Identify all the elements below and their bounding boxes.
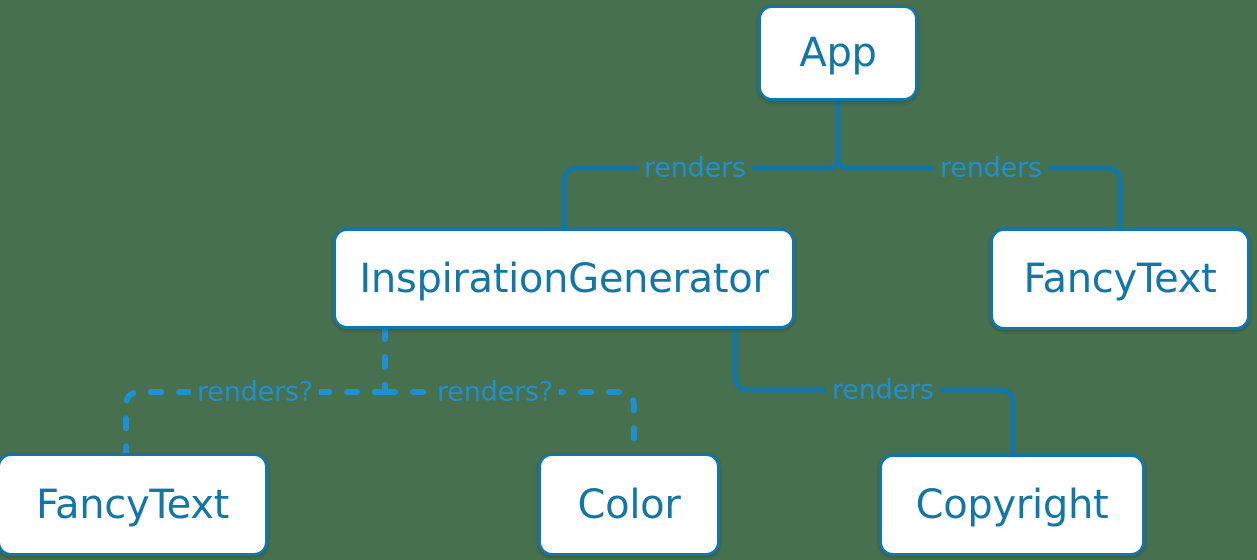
edge-label-inspgen-fancytext-bottom: renders?	[191, 378, 319, 406]
node-fancytext-top[interactable]: FancyText	[990, 228, 1250, 330]
node-copyright[interactable]: Copyright	[879, 454, 1145, 556]
edge-app-stem	[835, 98, 851, 171]
edge-label-inspgen-copyright: renders	[826, 376, 940, 404]
node-fancytext-top-label: FancyText	[1023, 256, 1217, 302]
node-app-label: App	[799, 30, 877, 76]
edge-app-stem-left	[825, 155, 841, 171]
node-copyright-label: Copyright	[915, 482, 1109, 528]
node-inspiration-generator[interactable]: InspirationGenerator	[333, 228, 795, 329]
node-app[interactable]: App	[758, 5, 918, 101]
node-fancytext-bottom[interactable]: FancyText	[0, 453, 268, 556]
edge-label-app-fancytext-top: renders	[934, 154, 1048, 182]
node-inspiration-generator-label: InspirationGenerator	[359, 255, 769, 302]
edge-label-inspgen-color: renders?	[431, 378, 559, 406]
node-color[interactable]: Color	[538, 453, 720, 556]
node-color-label: Color	[577, 481, 681, 528]
edge-label-app-inspgen: renders	[638, 154, 752, 182]
node-fancytext-bottom-label: FancyText	[35, 481, 230, 528]
